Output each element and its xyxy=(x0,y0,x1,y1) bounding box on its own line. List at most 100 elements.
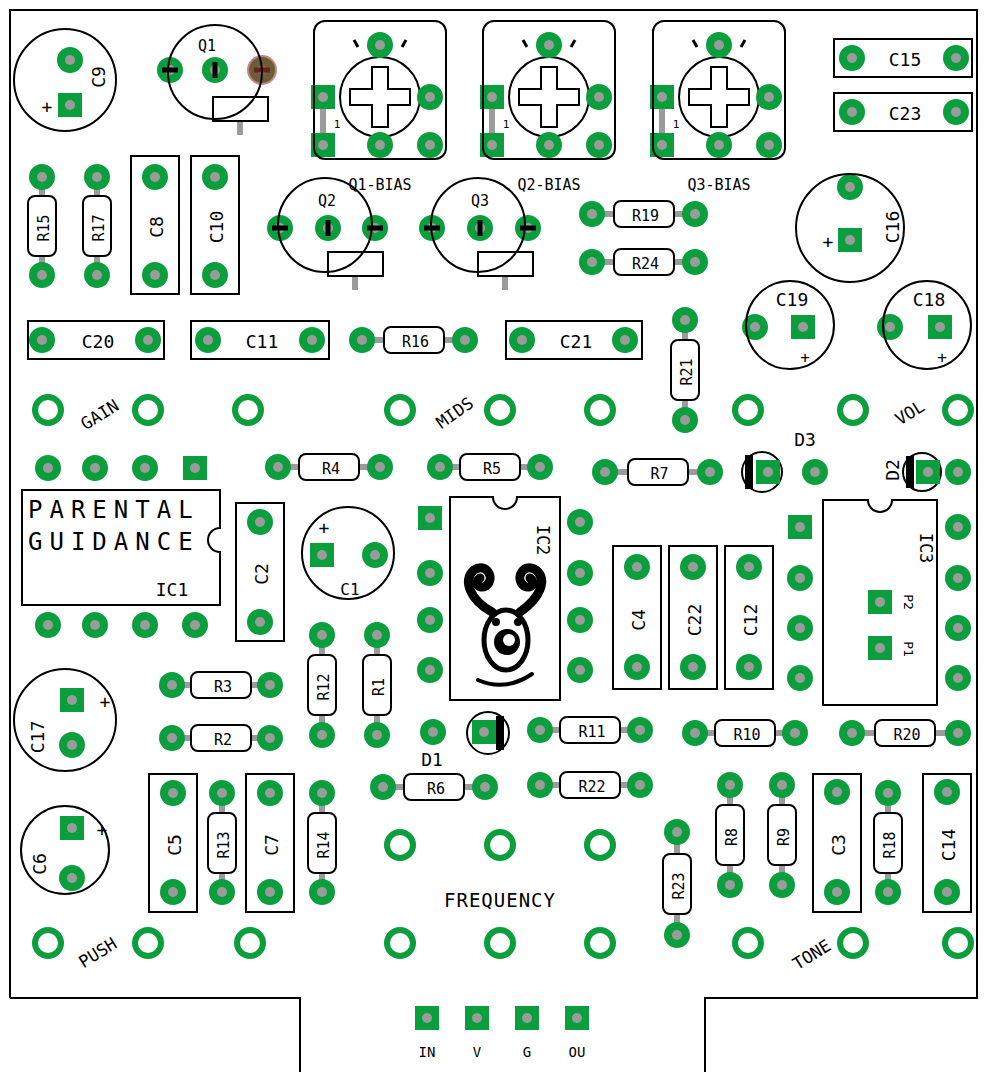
round-pad xyxy=(57,47,83,73)
pad-hole xyxy=(535,780,545,790)
component-label: + xyxy=(937,350,947,366)
round-pad xyxy=(29,327,55,353)
trimmer-pot: 1Q3-BIAS xyxy=(652,20,786,160)
component-label: R12 xyxy=(317,673,332,700)
round-pad xyxy=(567,607,593,633)
component-label: C17 xyxy=(29,721,47,754)
film-capacitor: C8 xyxy=(130,155,180,295)
pad-hole xyxy=(210,172,220,182)
pad-hole xyxy=(375,40,385,50)
round-pad xyxy=(782,720,808,746)
pad-hole xyxy=(575,615,585,625)
round-pad xyxy=(934,779,960,805)
pad-hole xyxy=(472,1013,482,1023)
resistor-body: R10 xyxy=(714,719,776,747)
pad-hole xyxy=(680,315,690,325)
resistor-body: R12 xyxy=(307,654,337,716)
pad-hole xyxy=(43,620,53,630)
pot-pad xyxy=(32,927,64,959)
component-label: + xyxy=(319,519,330,537)
pad-hole xyxy=(167,733,177,743)
round-pad xyxy=(717,772,743,798)
round-pad xyxy=(362,215,388,241)
pad-hole xyxy=(522,1013,532,1023)
pad-hole xyxy=(923,467,933,477)
dog-ear xyxy=(520,568,542,612)
pad-hole xyxy=(883,887,893,897)
pad-hole xyxy=(795,623,805,633)
component-label: C23 xyxy=(889,105,922,123)
resistor-body: R1 xyxy=(362,654,392,716)
film-capacitor: C14 xyxy=(922,773,972,913)
square-pad xyxy=(916,460,940,484)
pad-hole xyxy=(265,788,275,798)
round-pad xyxy=(309,879,335,905)
round-pad xyxy=(467,215,493,241)
pad-hole xyxy=(217,788,227,798)
component-label: C15 xyxy=(889,51,922,69)
diode-band xyxy=(496,716,504,750)
pad-hole xyxy=(635,725,645,735)
pad-hole xyxy=(763,467,773,477)
pad-hole xyxy=(490,835,510,855)
component-label: 1 xyxy=(503,119,510,130)
square-pad xyxy=(788,515,812,539)
component-label: R19 xyxy=(632,209,659,224)
round-pad xyxy=(877,314,903,340)
round-pad xyxy=(202,262,228,288)
pin-mark xyxy=(272,226,288,231)
round-pad xyxy=(267,215,293,241)
round-pad xyxy=(672,307,698,333)
pad-hole xyxy=(425,615,435,625)
square-pad xyxy=(60,688,84,712)
round-pad xyxy=(769,772,795,798)
pad-hole xyxy=(832,787,842,797)
square-pad xyxy=(465,1006,489,1030)
component-label: C5 xyxy=(166,834,184,856)
pad-hole xyxy=(92,270,102,280)
resistor-body: R13 xyxy=(207,812,237,874)
resistor-body: R15 xyxy=(27,195,57,257)
round-pad xyxy=(624,654,650,680)
pad-hole xyxy=(265,887,275,897)
round-pad xyxy=(536,132,562,158)
ic-package: PARENTAL GUIDANCEIC1 xyxy=(22,490,220,605)
pad-hole xyxy=(725,780,735,790)
round-pad xyxy=(934,879,960,905)
pad-hole xyxy=(690,257,700,267)
pad-hole xyxy=(845,235,855,245)
pot-pad xyxy=(484,829,516,861)
square-pad xyxy=(791,315,815,339)
round-pad xyxy=(419,215,445,241)
round-pad xyxy=(349,327,375,353)
round-pad xyxy=(309,780,335,806)
pad-hole xyxy=(390,933,410,953)
pot-pad xyxy=(484,927,516,959)
pot-cross xyxy=(519,67,579,127)
component-label: R7 xyxy=(650,467,668,482)
round-pad xyxy=(417,607,443,633)
pad-hole xyxy=(847,728,857,738)
pad-hole xyxy=(422,1013,432,1023)
pot-rotor xyxy=(509,57,589,137)
pot-pad xyxy=(484,394,516,426)
ic1-outline xyxy=(22,490,220,605)
pad-hole xyxy=(273,462,283,472)
pad-hole xyxy=(317,550,327,560)
resistor-body: R7 xyxy=(627,458,689,486)
round-pad xyxy=(157,57,183,83)
component-label: R1 xyxy=(372,678,387,696)
pad-hole xyxy=(487,140,497,150)
film-capacitor: C3 xyxy=(812,773,862,913)
round-pad xyxy=(769,872,795,898)
round-pad xyxy=(945,615,971,641)
pad-hole xyxy=(953,623,963,633)
transistor-tab xyxy=(213,97,268,121)
silkscreen-label: VOL xyxy=(892,398,927,429)
round-pad xyxy=(362,542,388,568)
silkscreen-label: TONE xyxy=(790,937,834,973)
round-pad xyxy=(82,612,108,638)
pad-hole xyxy=(390,835,410,855)
pad-hole xyxy=(150,270,160,280)
